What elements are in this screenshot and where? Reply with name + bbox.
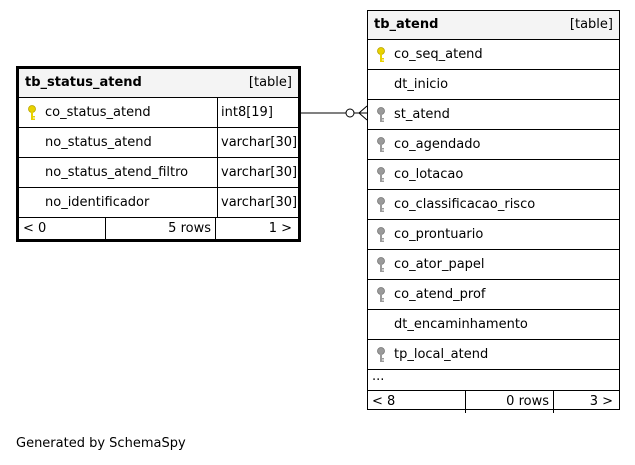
row-count: 5 rows bbox=[105, 218, 216, 240]
foreign-key-icon bbox=[377, 197, 385, 212]
column-name: co_atend_prof bbox=[394, 287, 486, 302]
foreign-key-icon bbox=[377, 287, 385, 302]
table-name: tb_status_atend bbox=[25, 75, 142, 90]
children-count[interactable]: 3 > bbox=[589, 394, 613, 409]
table-header[interactable]: tb_atend [table] bbox=[368, 11, 619, 40]
column-name: no_status_atend_filtro bbox=[45, 165, 189, 180]
generated-by-label: Generated by SchemaSpy bbox=[16, 436, 186, 451]
row-count: 0 rows bbox=[465, 391, 554, 413]
column-name: co_classificacao_risco bbox=[394, 197, 536, 212]
column-row[interactable]: co_classificacao_risco bbox=[368, 190, 619, 220]
table-footer: < 8 0 rows 3 > bbox=[368, 391, 619, 413]
table-header[interactable]: tb_status_atend [table] bbox=[19, 69, 298, 98]
column-row[interactable]: co_seq_atend bbox=[368, 40, 619, 70]
parents-count[interactable]: < 0 bbox=[23, 221, 47, 236]
foreign-key-icon bbox=[377, 347, 385, 362]
column-name: st_atend bbox=[394, 107, 450, 122]
table-tb-status-atend[interactable]: tb_status_atend [table] co_status_atend … bbox=[16, 66, 301, 242]
column-type: varchar[30] bbox=[217, 128, 298, 157]
column-type: int8[19] bbox=[217, 98, 298, 127]
primary-key-icon bbox=[377, 47, 385, 62]
column-type: varchar[30] bbox=[217, 158, 298, 187]
column-row[interactable]: dt_inicio bbox=[368, 70, 619, 100]
table-footer: < 0 5 rows 1 > bbox=[19, 218, 298, 240]
more-columns-indicator: ... bbox=[368, 370, 619, 391]
foreign-key-icon bbox=[377, 227, 385, 242]
column-name: dt_inicio bbox=[394, 77, 449, 92]
column-row[interactable]: co_prontuario bbox=[368, 220, 619, 250]
column-row[interactable]: no_status_atend_filtro varchar[30] bbox=[19, 158, 298, 188]
foreign-key-icon bbox=[377, 107, 385, 122]
column-row[interactable]: co_lotacao bbox=[368, 160, 619, 190]
column-row[interactable]: tp_local_atend bbox=[368, 340, 619, 370]
foreign-key-icon bbox=[377, 137, 385, 152]
table-kind-label: [table] bbox=[569, 17, 613, 32]
table-name: tb_atend bbox=[374, 17, 439, 32]
column-row[interactable]: co_agendado bbox=[368, 130, 619, 160]
column-row[interactable]: dt_encaminhamento bbox=[368, 310, 619, 340]
table-tb-atend[interactable]: tb_atend [table] co_seq_atend dt_inicio … bbox=[367, 10, 620, 413]
column-name: no_identificador bbox=[45, 195, 150, 210]
column-name: tp_local_atend bbox=[394, 347, 489, 362]
column-row[interactable]: co_status_atend int8[19] bbox=[19, 98, 298, 128]
column-name: co_lotacao bbox=[394, 167, 464, 182]
column-name: co_status_atend bbox=[45, 105, 151, 120]
parents-count[interactable]: < 8 bbox=[372, 394, 396, 409]
foreign-key-icon bbox=[377, 257, 385, 272]
column-row[interactable]: co_ator_papel bbox=[368, 250, 619, 280]
foreign-key-icon bbox=[377, 167, 385, 182]
column-name: co_ator_papel bbox=[394, 257, 485, 272]
column-row[interactable]: no_identificador varchar[30] bbox=[19, 188, 298, 218]
column-row[interactable]: co_atend_prof bbox=[368, 280, 619, 310]
column-type: varchar[30] bbox=[217, 188, 298, 217]
children-count[interactable]: 1 > bbox=[268, 221, 292, 236]
primary-key-icon bbox=[28, 105, 36, 120]
column-row[interactable]: no_status_atend varchar[30] bbox=[19, 128, 298, 158]
column-name: co_seq_atend bbox=[394, 47, 483, 62]
table-kind-label: [table] bbox=[248, 75, 292, 90]
column-row[interactable]: st_atend bbox=[368, 100, 619, 130]
column-name: no_status_atend bbox=[45, 135, 152, 150]
column-name: co_agendado bbox=[394, 137, 481, 152]
column-name: co_prontuario bbox=[394, 227, 484, 242]
column-name: dt_encaminhamento bbox=[394, 317, 528, 332]
